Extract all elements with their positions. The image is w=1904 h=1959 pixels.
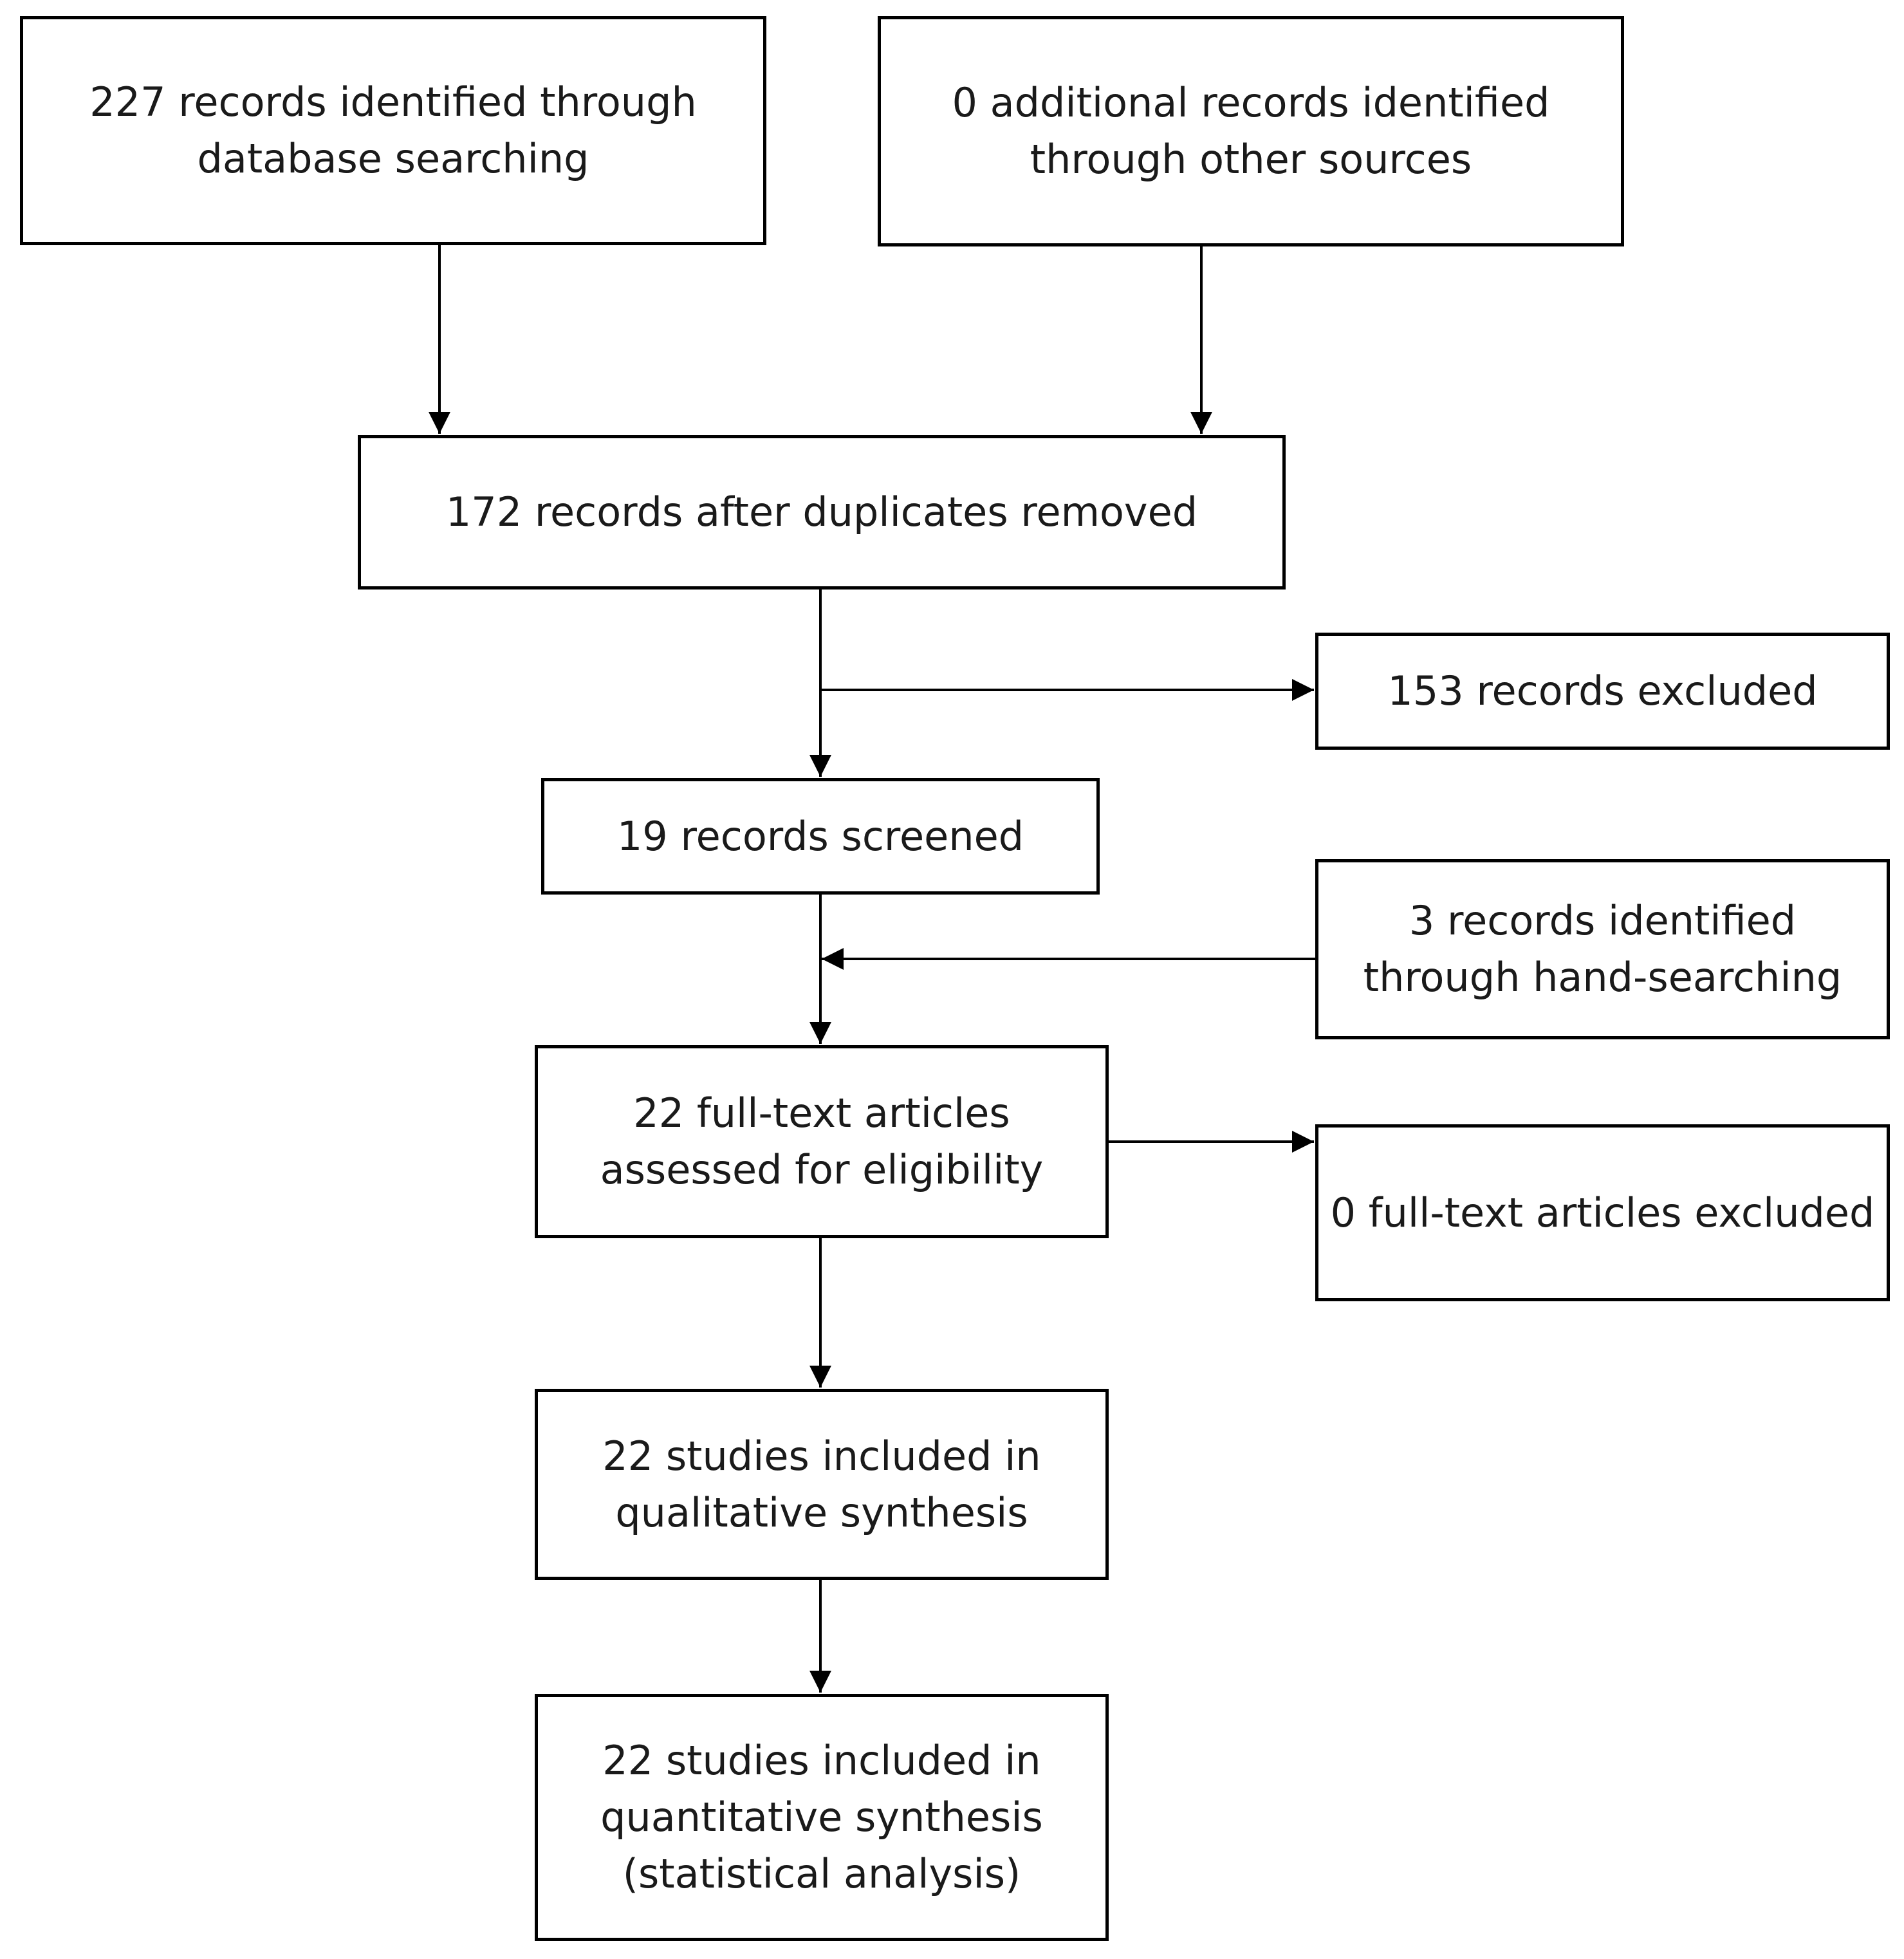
box-text-line: qualitative synthesis: [615, 1489, 1028, 1536]
records-identified-other-sources-box: 0 additional records identified through …: [878, 16, 1624, 246]
quantitative-synthesis-box: 22 studies included in quantitative synt…: [535, 1694, 1109, 1941]
records-screened-box: 19 records screened: [541, 778, 1100, 895]
fulltext-assessed-box: 22 full-text articles assessed for eligi…: [535, 1045, 1109, 1238]
records-hand-searching-box: 3 records identified through hand-search…: [1315, 859, 1890, 1039]
box-text-line: 22 studies included in: [602, 1432, 1041, 1480]
box-text-line: 227 records identified through: [89, 79, 697, 125]
box-text-line: (statistical analysis): [622, 1850, 1021, 1897]
box-text-line: assessed for eligibility: [600, 1146, 1044, 1193]
fulltext-excluded-box: 0 full-text articles excluded: [1315, 1124, 1890, 1301]
box-text-line: database searching: [197, 135, 589, 182]
box-text-line: 3 records identified: [1409, 897, 1797, 944]
qualitative-synthesis-box: 22 studies included in qualitative synth…: [535, 1389, 1109, 1580]
box-text-line: 22 studies included in: [602, 1737, 1041, 1784]
box-text-line: 172 records after duplicates removed: [445, 488, 1198, 535]
box-text-line: 19 records screened: [616, 812, 1024, 860]
box-text-line: quantitative synthesis: [600, 1794, 1043, 1841]
box-text-line: 0 full-text articles excluded: [1330, 1189, 1875, 1236]
box-text-line: 22 full-text articles: [633, 1090, 1010, 1137]
box-text-line: through hand-searching: [1363, 954, 1842, 1001]
box-text-line: 0 additional records identified: [952, 79, 1550, 126]
records-excluded-box: 153 records excluded: [1315, 633, 1890, 750]
records-after-duplicates-box: 172 records after duplicates removed: [358, 435, 1286, 590]
box-text-line: 153 records excluded: [1387, 667, 1818, 714]
records-identified-database-box: 227 records identified through database …: [20, 16, 766, 245]
box-text-line: through other sources: [1030, 136, 1472, 183]
